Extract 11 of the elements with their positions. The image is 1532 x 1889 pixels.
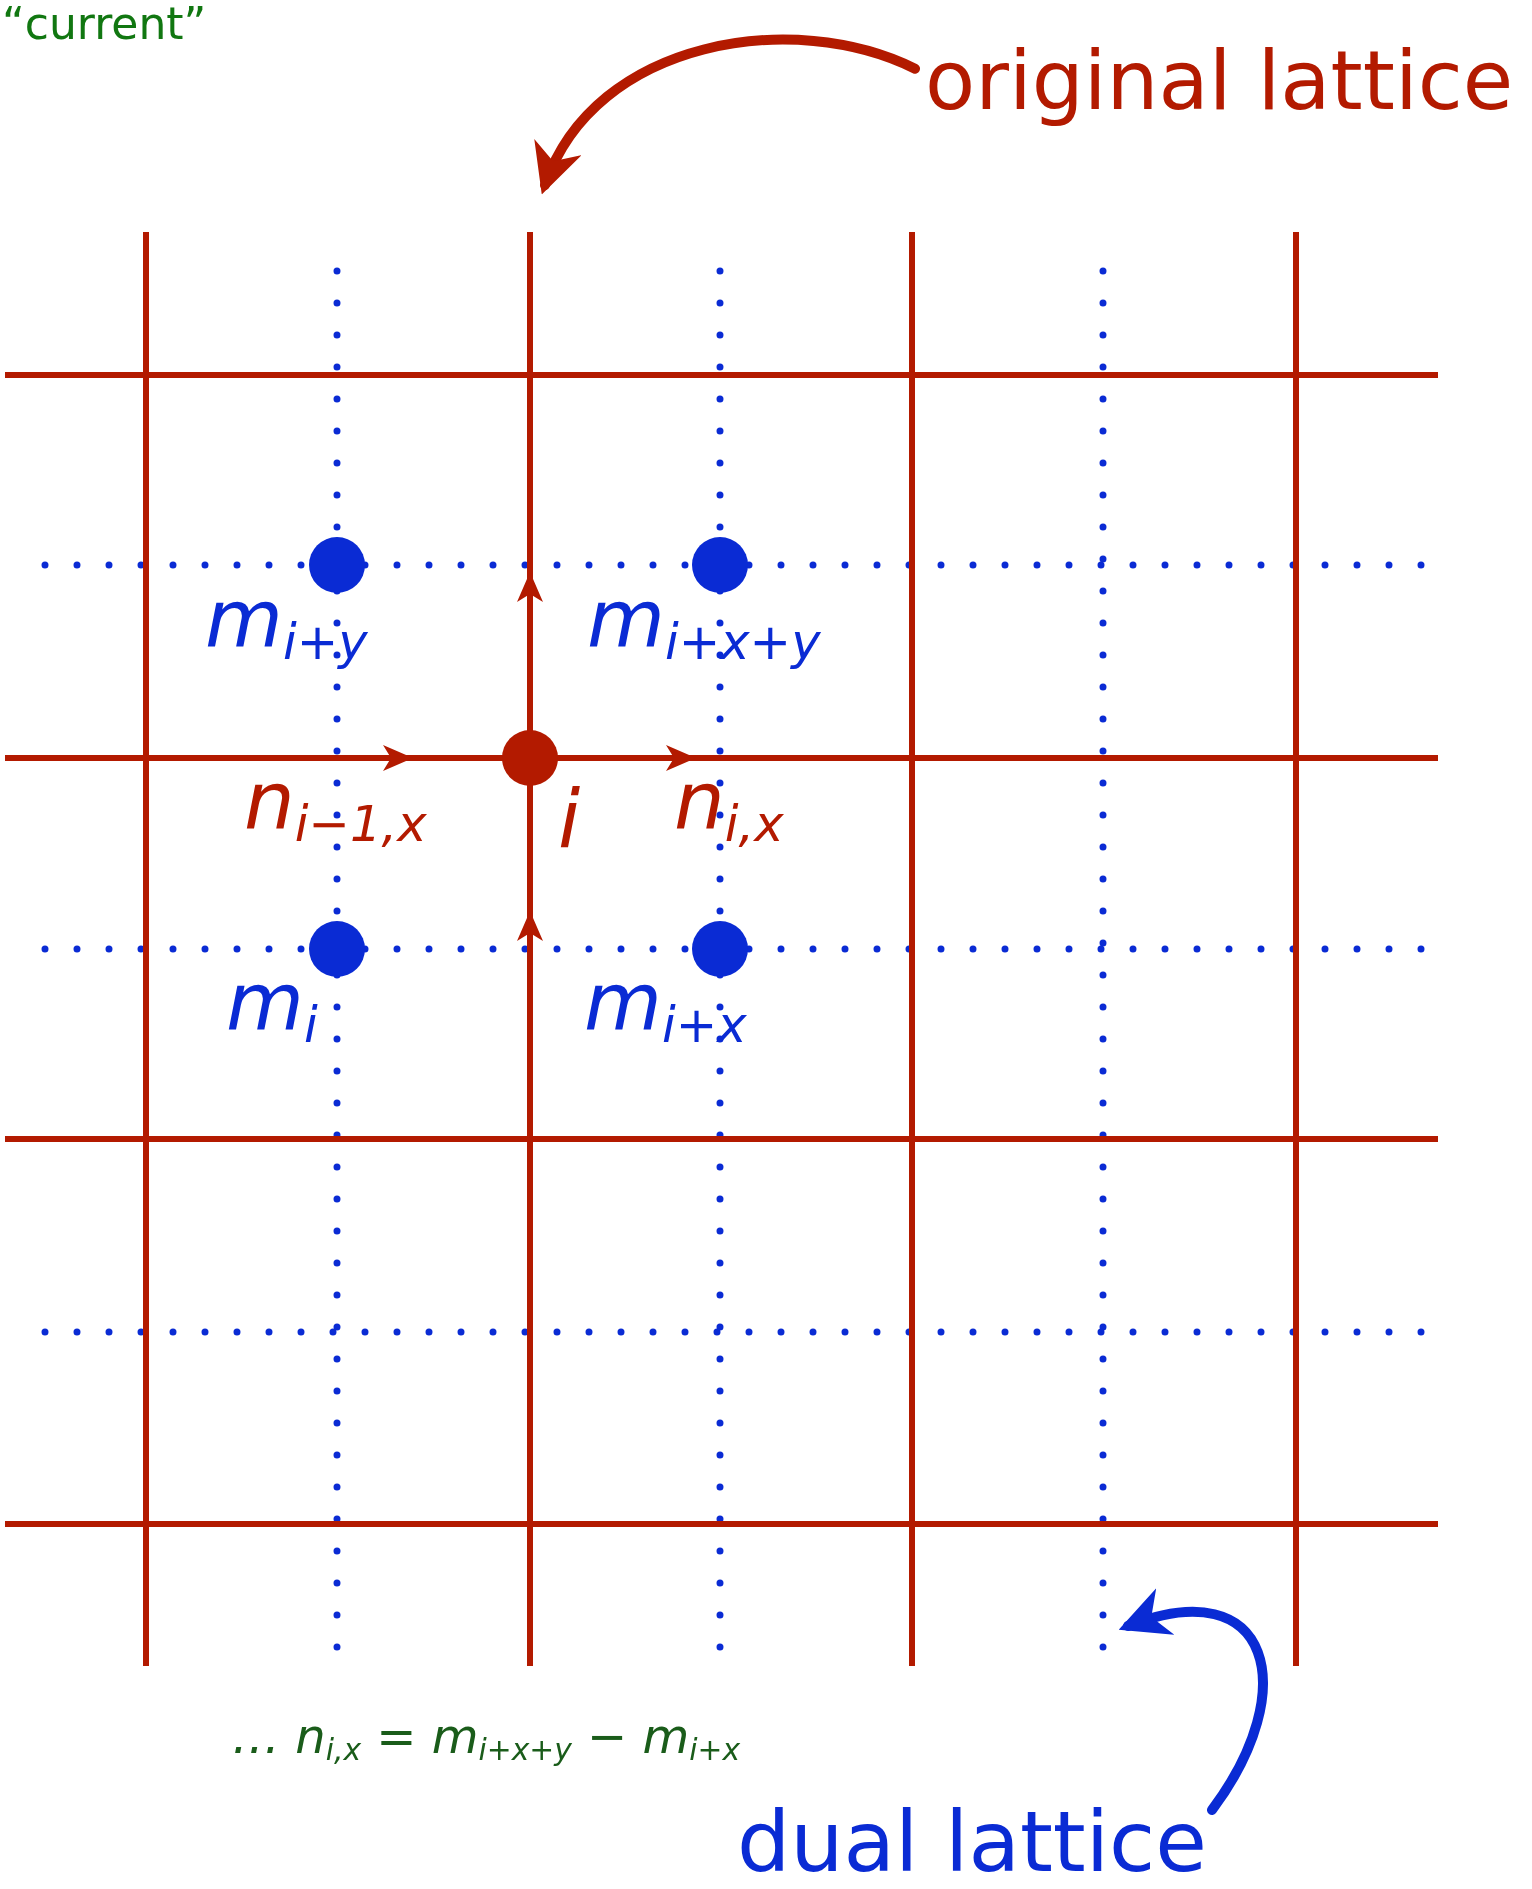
math-label: m$_{i+x}$ xyxy=(584,963,747,1051)
lattice-caption: dual lattice xyxy=(737,1800,1207,1884)
curved-arrow xyxy=(1118,1590,1268,1815)
annotation-text: “current” xyxy=(2,2,207,46)
math-label: m$_{i}$ xyxy=(226,963,318,1051)
math-label: n$_{i,x}$ xyxy=(674,762,784,850)
math-label: m$_{i+y}$ xyxy=(205,580,368,668)
math-label: m$_{i+x+y}$ xyxy=(587,580,821,668)
math-label: i xyxy=(558,780,581,860)
math-label: n$_{i−1,x}$ xyxy=(244,762,427,850)
equation: … n$_{i,x}$ = m$_{i+x+y}$ − m$_{i+x}$ xyxy=(232,1712,741,1766)
